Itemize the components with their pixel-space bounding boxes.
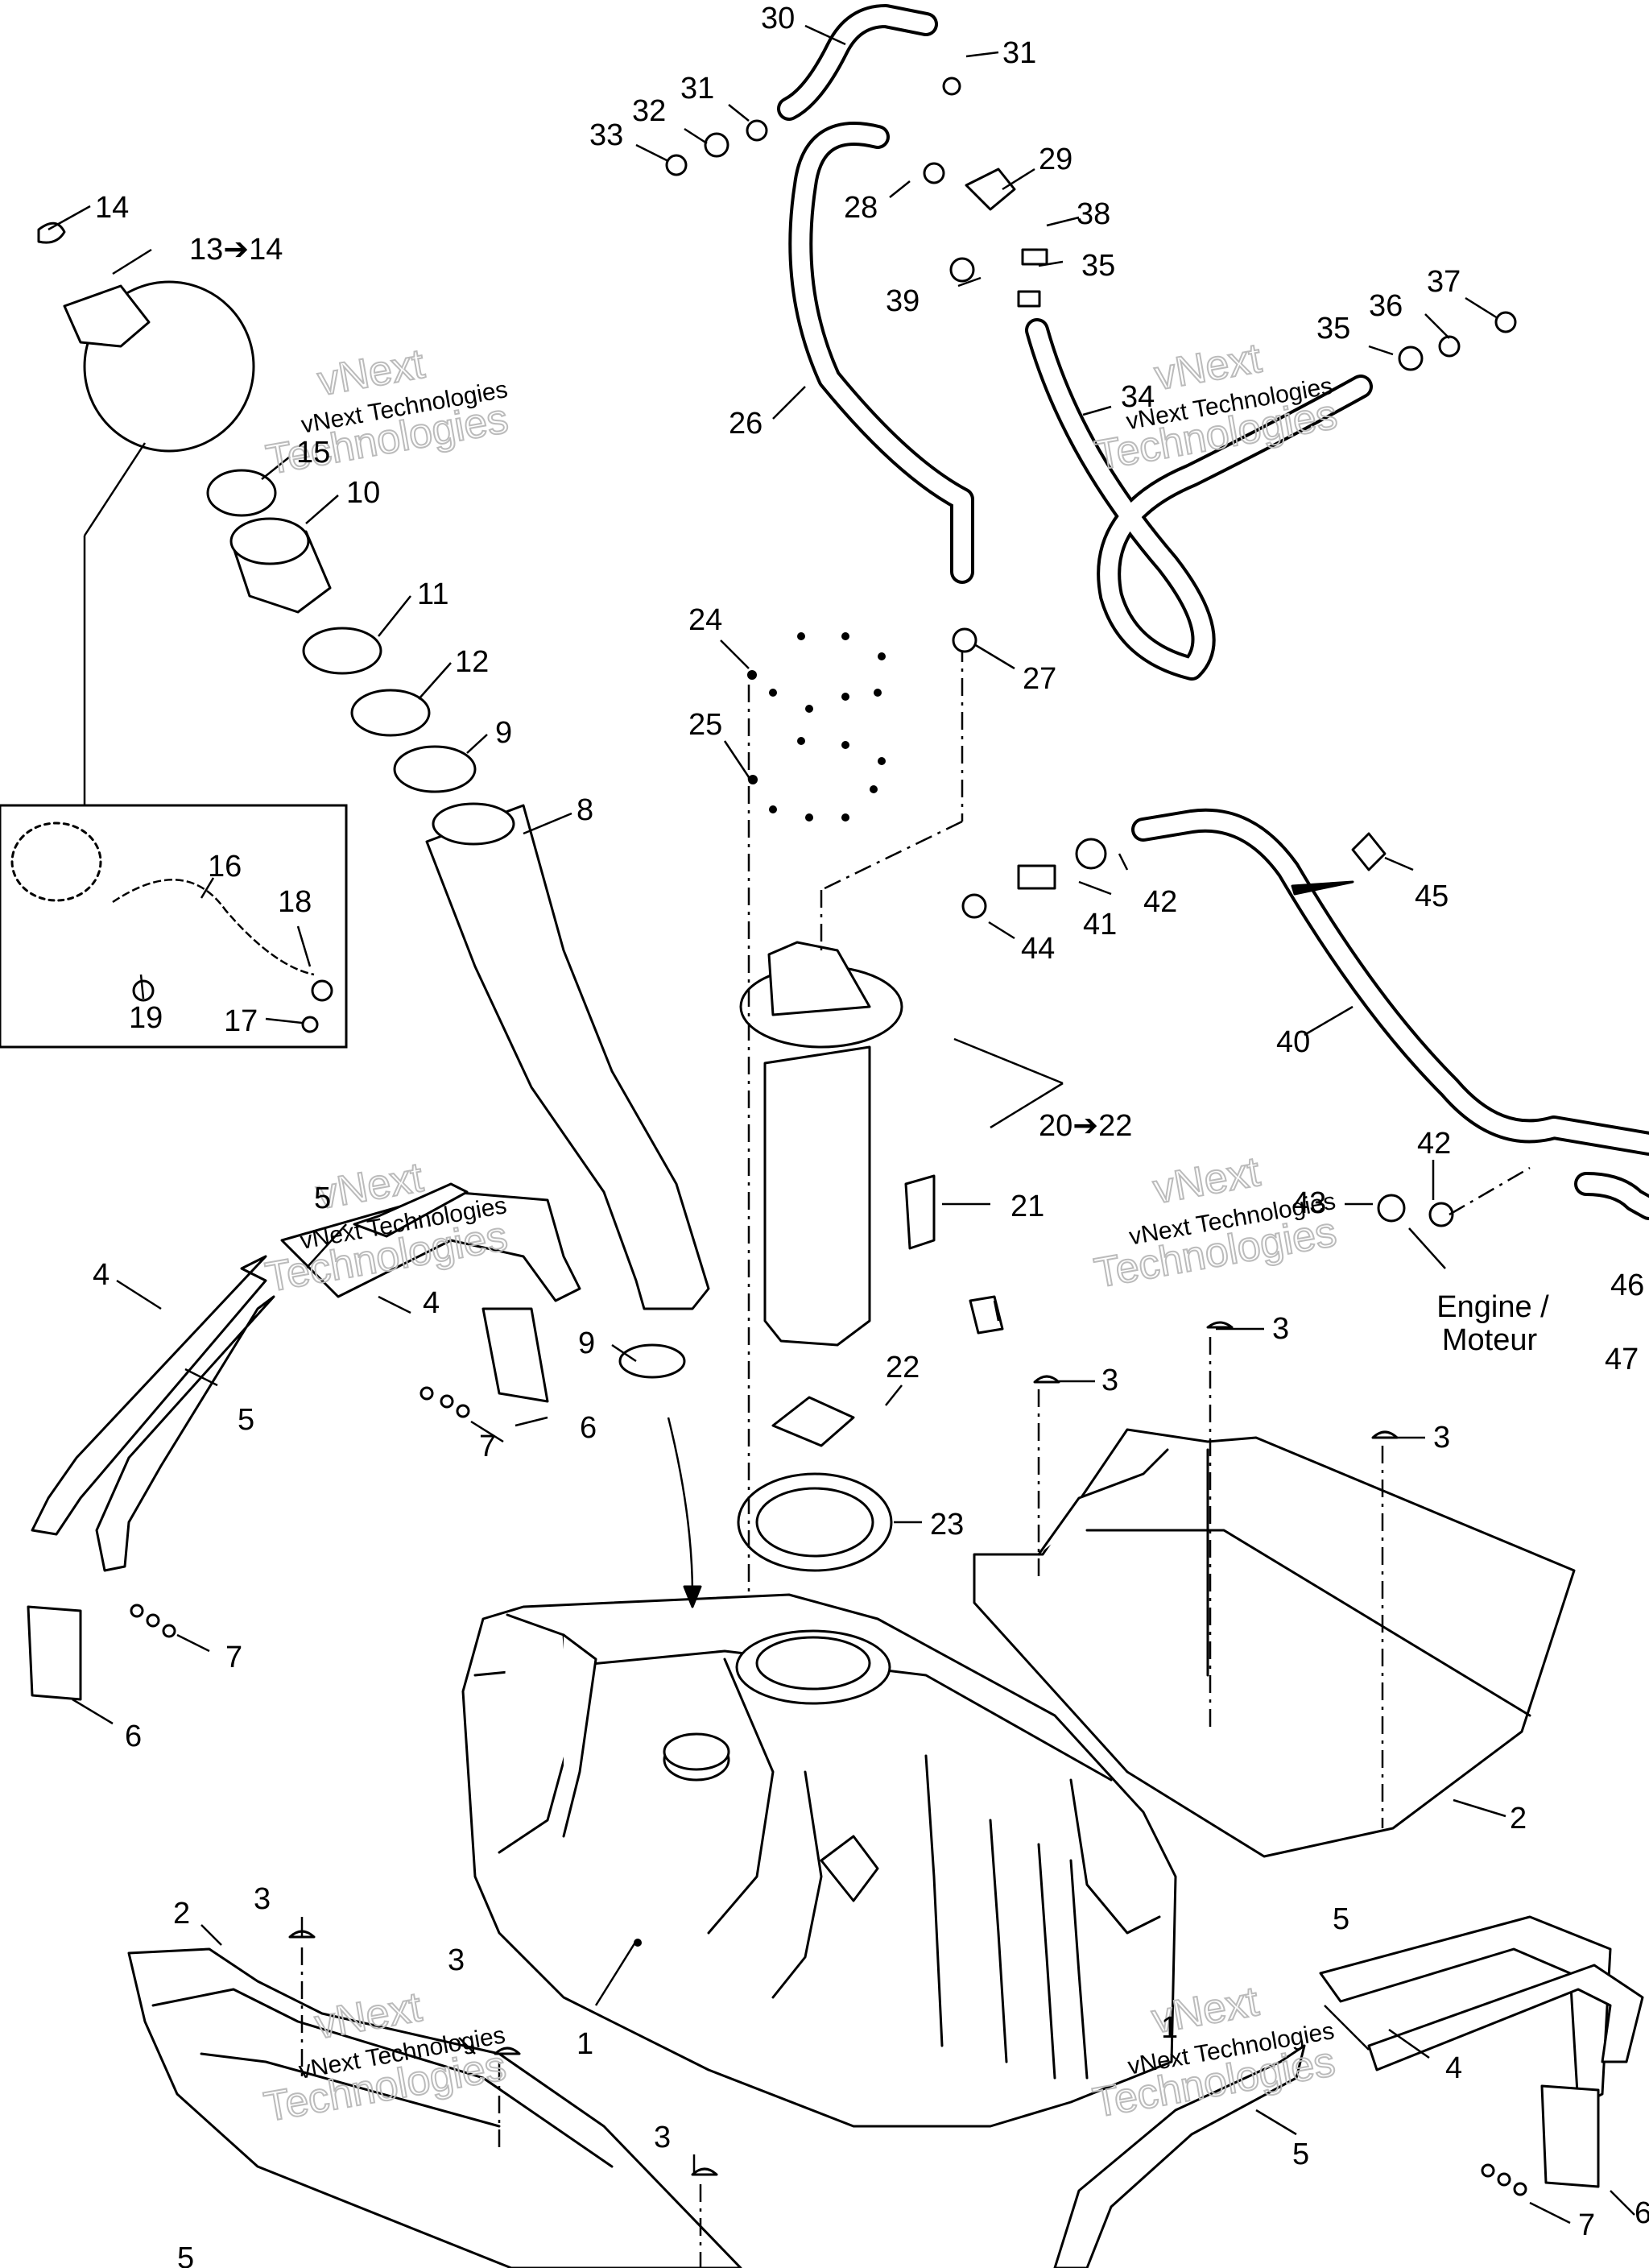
callout-2-left: 2 (173, 1897, 190, 1931)
callout-15: 15 (296, 436, 330, 470)
tank-straps-right (1053, 1915, 1644, 2268)
watermark-top-left: vNext Technologies vNext Technologies (262, 340, 512, 485)
callout-19: 19 (129, 1001, 163, 1035)
small-fittings (665, 77, 1531, 1227)
filler-hose (425, 802, 710, 1310)
tank-straps-left (31, 1182, 581, 1572)
callout-25: 25 (688, 708, 722, 742)
callout-12: 12 (455, 645, 489, 679)
callout-1-b: 1 (1161, 2011, 1178, 2045)
hose-clamps (393, 745, 686, 1379)
filler-neck-parts (206, 469, 431, 737)
callout-47: 47 (1605, 1343, 1639, 1376)
callout-7-mid: 7 (225, 1641, 242, 1674)
leader-lines (48, 24, 1635, 2225)
callout-42-top: 42 (1143, 885, 1177, 919)
vent-hoses (777, 4, 1649, 1220)
callout-39: 39 (886, 284, 920, 318)
callout-11: 11 (417, 577, 448, 611)
callout-3-a: 3 (1272, 1312, 1289, 1346)
callout-21: 21 (1010, 1190, 1044, 1223)
callout-5-right-low: 5 (1292, 2138, 1309, 2171)
callout-labels: 14 13➔14 15 10 11 12 9 8 16 18 19 17 20➔… (93, 2, 1649, 2268)
callout-41: 41 (1083, 908, 1117, 942)
callout-6-right: 6 (1635, 2196, 1649, 2230)
callout-40: 40 (1276, 1025, 1310, 1059)
pump-gaskets (737, 1396, 893, 1572)
callout-33: 33 (589, 118, 623, 152)
callout-36: 36 (1369, 289, 1403, 323)
callout-34: 34 (1121, 380, 1155, 414)
callout-32: 32 (632, 94, 666, 128)
fuel-tank (461, 1593, 1177, 2128)
callout-44: 44 (1021, 932, 1055, 966)
callout-24: 24 (688, 603, 722, 637)
callout-4-left: 4 (93, 1258, 110, 1292)
callout-37: 37 (1427, 265, 1461, 299)
callout-5-right: 5 (1333, 1902, 1349, 1936)
callout-3-b: 3 (1101, 1364, 1118, 1397)
callout-6-top: 6 (580, 1411, 597, 1445)
callout-5-bottom: 5 (177, 2241, 194, 2268)
callout-22: 22 (886, 1351, 920, 1384)
fuel-pump-module (739, 941, 1004, 1347)
callout-35-right: 35 (1316, 312, 1350, 346)
callout-4-right: 4 (1445, 2051, 1462, 2085)
callout-13-14: 13➔14 (189, 233, 283, 267)
brackets (27, 1307, 1600, 2196)
callout-4-mid: 4 (423, 1286, 440, 1320)
engine-note-line1: Engine / (1436, 1290, 1549, 1324)
callout-3-d: 3 (254, 1882, 271, 1916)
callout-27: 27 (1023, 662, 1056, 696)
callout-5-left: 5 (238, 1403, 254, 1437)
callout-29: 29 (1039, 143, 1072, 176)
callout-38: 38 (1077, 197, 1110, 231)
callout-20-22: 20➔22 (1039, 1109, 1132, 1143)
callout-9-mid: 9 (578, 1326, 595, 1360)
callout-26: 26 (729, 407, 763, 441)
callout-2-right: 2 (1510, 1802, 1527, 1836)
skid-plate-left (127, 1947, 742, 2268)
watermark-bottom-left: vNext Technologies vNext Technologies (260, 1983, 510, 2132)
callout-10: 10 (346, 476, 380, 510)
fuel-cap-detail (37, 221, 255, 453)
callout-17: 17 (224, 1004, 258, 1038)
callout-7-top: 7 (479, 1430, 496, 1463)
callout-5-top: 5 (314, 1182, 331, 1215)
watermark-mid-left: vNext Technologies vNext Technologies (261, 1153, 511, 1302)
screws (130, 1386, 1527, 2196)
callout-14: 14 (95, 191, 129, 225)
callout-7-right: 7 (1578, 2208, 1595, 2242)
skid-plate-right (973, 1428, 1576, 1858)
callout-9-top: 9 (495, 716, 512, 750)
callout-3-f: 3 (654, 2121, 671, 2154)
callout-30: 30 (761, 2, 795, 35)
callout-28: 28 (844, 191, 878, 225)
callout-3-c: 3 (1433, 1421, 1450, 1455)
engine-note-line2: Moteur (1442, 1323, 1538, 1357)
callout-1: 1 (577, 2027, 593, 2061)
nut-pattern (747, 632, 964, 1595)
callout-43: 43 (1292, 1186, 1326, 1220)
callout-6-mid: 6 (125, 1720, 142, 1753)
callout-31-top: 31 (1002, 36, 1036, 70)
callout-31: 31 (680, 72, 714, 106)
callout-23: 23 (930, 1508, 964, 1542)
watermark-top-right: vNext Technologies vNext Technologies (1091, 334, 1341, 481)
callout-8: 8 (577, 793, 593, 827)
callout-3-e: 3 (448, 1943, 465, 1977)
callout-46: 46 (1610, 1269, 1644, 1302)
callout-42: 42 (1417, 1127, 1451, 1161)
callout-18: 18 (278, 885, 312, 919)
callout-16: 16 (208, 850, 242, 884)
callout-45: 45 (1415, 879, 1449, 913)
callout-35-mid: 35 (1081, 249, 1115, 283)
push-rivets (288, 1321, 1399, 2268)
